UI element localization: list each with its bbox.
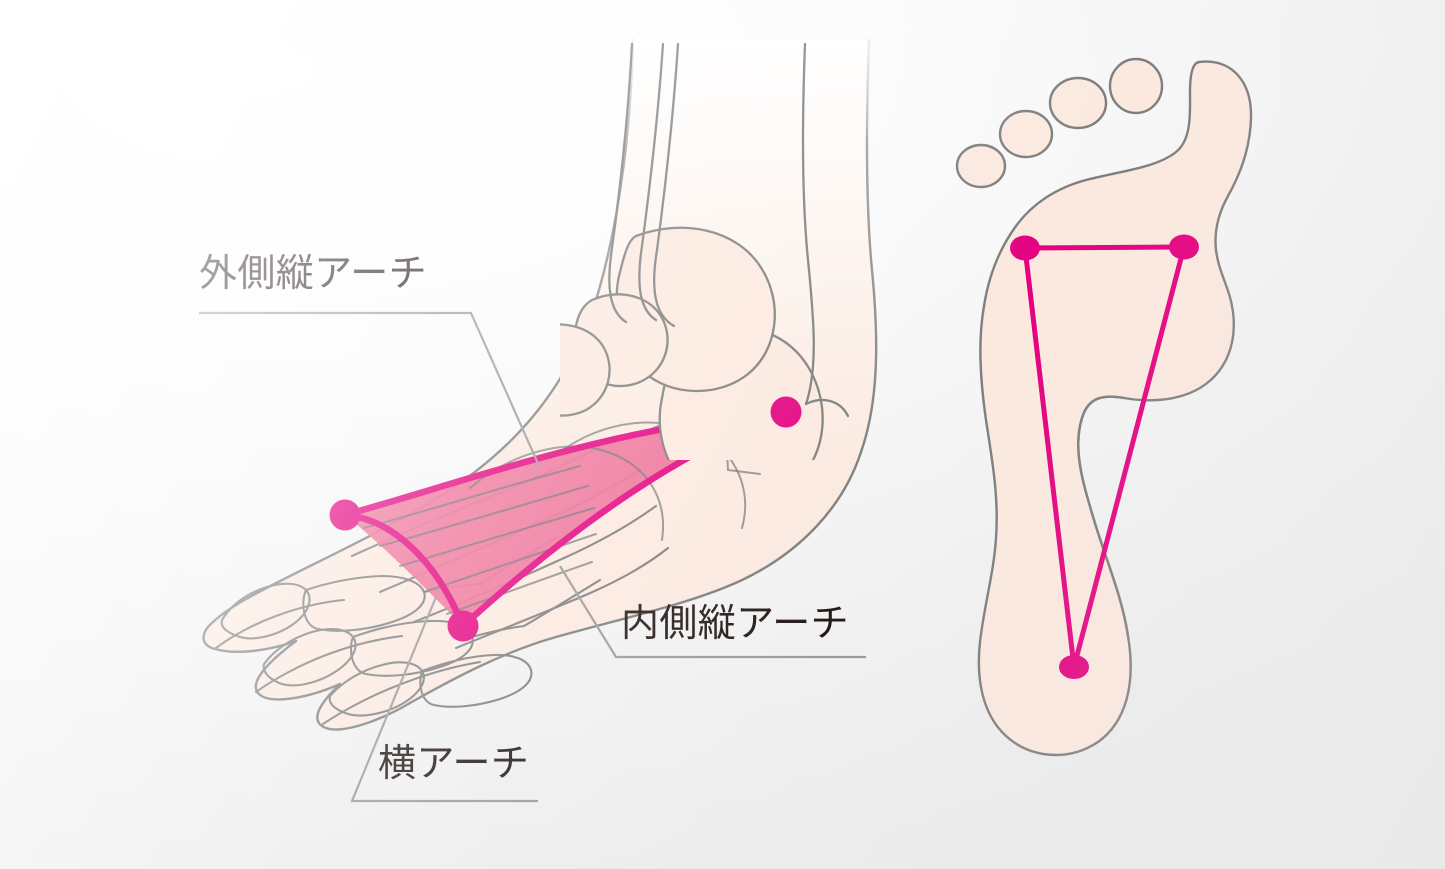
malleolus-edge <box>804 398 850 418</box>
leader-medial-arch <box>559 565 866 659</box>
arch-fill-shape <box>345 412 786 626</box>
arch-region-lateral <box>341 408 790 630</box>
label-transverse-arch: 横アーチ <box>378 743 530 785</box>
fibula-bone <box>608 42 634 324</box>
lateral-markers <box>329 396 802 642</box>
marker-ball-lateral[interactable] <box>1169 234 1199 260</box>
marker-metatarsal-head-5[interactable] <box>447 610 479 642</box>
label-medial-longitudinal-arch: 内側縦アーチ <box>621 603 850 645</box>
marker-heel[interactable] <box>1059 655 1089 679</box>
tibia-fibula <box>608 42 850 418</box>
toe-pad-3 <box>1048 76 1108 130</box>
plantar-foot-view <box>955 57 1253 757</box>
tibia-posterior <box>653 42 680 328</box>
leader-lines <box>199 311 866 803</box>
triangle-side-transverse <box>1022 244 1187 251</box>
plantar-triangle-lines <box>1022 244 1187 670</box>
sole-arch-contour <box>1077 395 1130 638</box>
cuneiform-bones <box>560 323 611 417</box>
leader-transverse-arch <box>350 596 538 803</box>
toe-pads <box>955 57 1164 189</box>
marker-calcaneal-tuberosity[interactable] <box>770 396 802 428</box>
toe-pad-4 <box>1108 57 1164 115</box>
foot-silhouette <box>203 40 877 729</box>
leg-shaft-fill <box>203 40 877 729</box>
triangle-side-medial <box>1022 245 1077 670</box>
leg-outline <box>490 38 878 460</box>
leader-lateral-arch <box>199 311 542 469</box>
label-lateral-longitudinal-arch: 外側縦アーチ <box>199 253 428 295</box>
marker-ball-medial[interactable] <box>1010 235 1040 261</box>
triangle-side-lateral <box>1071 244 1187 670</box>
marker-metatarsal-head-1[interactable] <box>329 499 361 531</box>
tibia-lateral <box>801 42 815 406</box>
toe-pad-1 <box>955 143 1007 189</box>
arch-line-transverse <box>341 511 467 630</box>
arch-triangle-plantar <box>1010 234 1199 679</box>
sole-outline <box>977 60 1253 757</box>
lateral-foot-view <box>202 38 878 731</box>
tibia-anterior <box>638 42 665 322</box>
toe-pad-2 <box>998 109 1054 159</box>
